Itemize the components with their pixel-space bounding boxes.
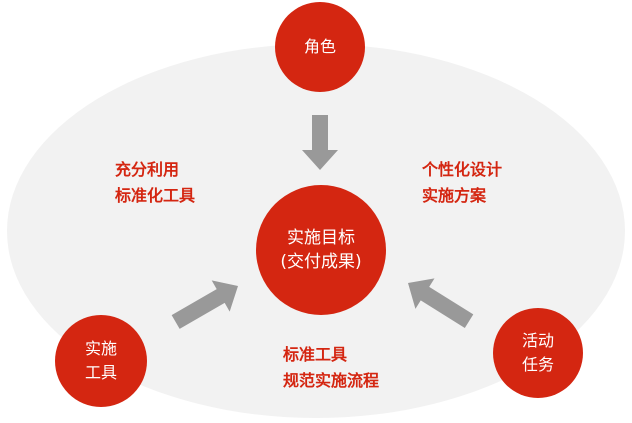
node-text: 角色 <box>303 37 336 56</box>
node-text: 工具 <box>84 363 117 382</box>
node-goal: 实施目标 (交付成果) <box>256 185 386 315</box>
label-line: 规范实施流程 <box>283 371 380 390</box>
label-bottom: 标准工具 规范实施流程 <box>283 342 379 394</box>
label-line: 实施方案 <box>422 186 487 205</box>
node-tasks: 活动 任务 <box>493 308 583 398</box>
label-left: 充分利用 标准化工具 <box>115 157 195 209</box>
node-text: (交付成果) <box>280 252 362 272</box>
node-role: 角色 <box>275 2 365 92</box>
node-text: 活动 <box>521 331 554 350</box>
node-text: 实施 <box>84 339 117 358</box>
node-tools: 实施 工具 <box>55 315 147 407</box>
label-line: 个性化设计 <box>422 160 503 179</box>
arrow-from-right <box>408 278 474 328</box>
node-text: 任务 <box>521 355 554 374</box>
node-text: 实施目标 <box>287 228 355 248</box>
label-line: 标准工具 <box>283 345 348 364</box>
label-line: 标准化工具 <box>115 186 196 205</box>
arrows <box>171 115 474 329</box>
arrow-down <box>302 115 338 170</box>
arrow-from-left <box>171 280 238 329</box>
label-right: 个性化设计 实施方案 <box>422 157 502 209</box>
label-line: 充分利用 <box>115 160 180 179</box>
